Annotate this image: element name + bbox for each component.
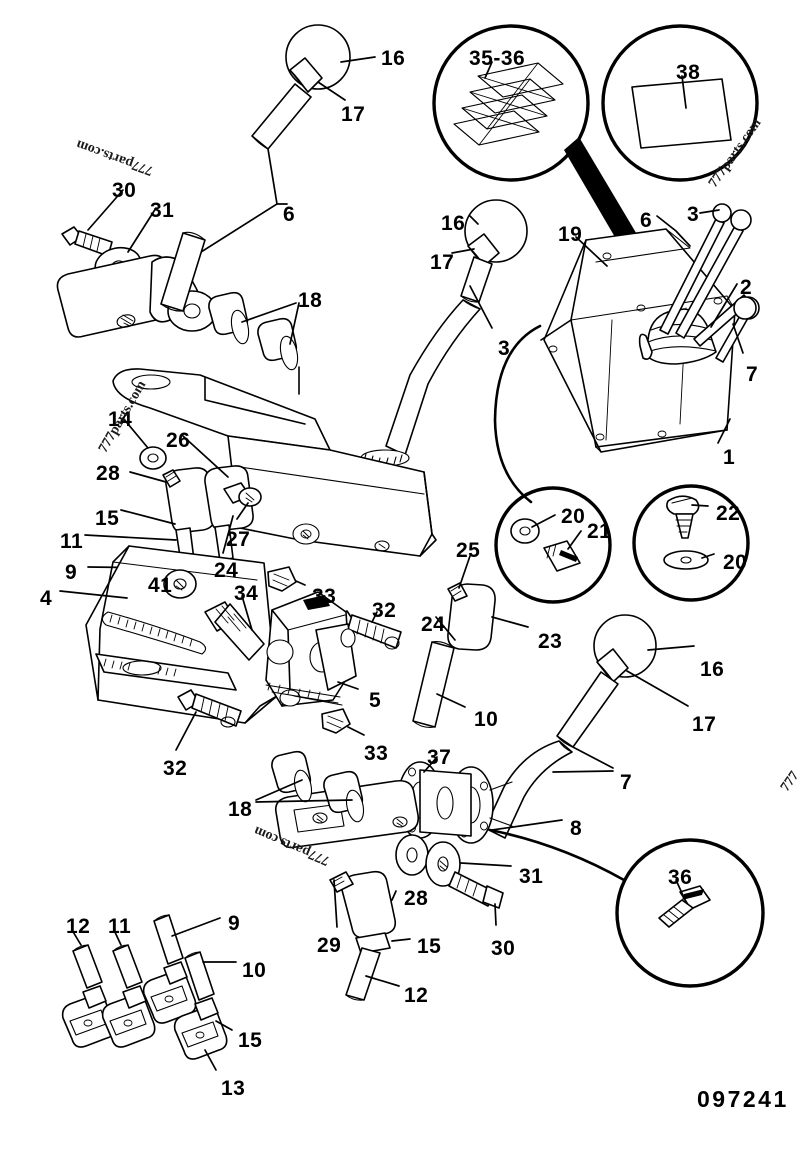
- callout-lever-rod-6-upper: 6: [283, 203, 296, 226]
- callout-rod-10-bottom: 10: [242, 959, 267, 982]
- callout-bolt-upper-left: 30: [112, 179, 137, 202]
- gear-tower: [493, 203, 760, 504]
- callout-mounting-plate-4: 4: [40, 587, 53, 610]
- callout-gaiter-8: 8: [570, 817, 583, 840]
- drawing-number: 097241: [697, 1086, 789, 1112]
- callout-bolt-32-right: 32: [372, 599, 397, 622]
- callout-lever-3-tower: 3: [687, 203, 700, 226]
- callout-universal-joint-37: 37: [427, 746, 452, 769]
- callout-rod-9-bottom: 9: [228, 912, 241, 935]
- detail-circle-screw-washer: [632, 484, 750, 602]
- callout-gear-tower-housing-1: 1: [723, 446, 736, 469]
- callout-rod-10-center: 10: [474, 708, 499, 731]
- callout-bolt-32-lower: 32: [163, 757, 188, 780]
- right-lever-assembly: [484, 614, 695, 882]
- callout-gear-lever-knob-center: 16: [441, 212, 466, 235]
- mounting-plate-4: [59, 545, 278, 751]
- callout-nut-33-lower: 33: [364, 742, 389, 765]
- callout-bushes-18-upper: 18: [298, 289, 323, 312]
- callout-nipple-29: 29: [317, 934, 342, 957]
- main-bracket: [112, 366, 437, 557]
- callout-gear-lever-knob-upper-left: 16: [381, 47, 406, 70]
- callout-nipple-25: 25: [456, 539, 481, 562]
- callout-detail-washer-20-left: 20: [561, 505, 586, 528]
- callout-pin-26: 26: [166, 429, 191, 452]
- callout-detail-screw-21: 21: [587, 520, 612, 543]
- callout-lever-3-center: 3: [498, 337, 511, 360]
- callout-detail-screw-22: 22: [716, 502, 741, 525]
- callout-gear-lever-knob-right: 16: [700, 658, 725, 681]
- callout-rod-9-left: 9: [65, 561, 78, 584]
- callout-detail-screw-36: 36: [668, 866, 693, 889]
- callout-bush-14: 14: [108, 408, 133, 431]
- detail-circle-plate: [601, 24, 759, 182]
- callout-rod-end-28: 28: [96, 462, 121, 485]
- callout-detail-plate-38: 38: [676, 61, 701, 84]
- callout-pin-24-left: 24: [214, 559, 239, 582]
- callout-lever-6-tower: 6: [640, 209, 653, 232]
- callout-clevis-15-lower: 15: [417, 935, 442, 958]
- callout-bolt-34: 34: [234, 582, 259, 605]
- bottom-rod-ends: [61, 914, 237, 1071]
- callout-gear-tower-cover-19: 19: [558, 223, 583, 246]
- callout-lever-2-tower: 2: [740, 276, 753, 299]
- upper-left-bush-assembly: [56, 189, 300, 371]
- callout-nut-27: 27: [226, 528, 251, 551]
- yoke-and-fasteners: [204, 566, 402, 736]
- callout-clevis-15-bottom: 15: [238, 1029, 263, 1052]
- callout-washer-41: 41: [148, 574, 173, 597]
- callout-lever-7-right: 7: [620, 771, 633, 794]
- callout-rod-11-bottom: 11: [108, 915, 132, 938]
- upper-left-lever-assembly: [189, 24, 376, 260]
- callout-clevis-15-left: 15: [95, 507, 120, 530]
- callout-rod-12-bottom: 12: [66, 915, 91, 938]
- detail-circle-washer-screw: [494, 486, 612, 604]
- callout-rod-end-28-lower: 28: [404, 887, 429, 910]
- callout-rod-end-23: 23: [538, 630, 563, 653]
- center-lever-assembly: [360, 199, 528, 467]
- callout-bushes-18-lower: 18: [228, 798, 253, 821]
- callout-rod-12-lower: 12: [404, 984, 429, 1007]
- universal-joint-37: [255, 750, 513, 1001]
- callout-washer-upper-left: 31: [150, 199, 175, 222]
- detail-circle-screw-36: [615, 838, 765, 988]
- callout-pin-24-right: 24: [421, 613, 446, 636]
- callout-detail-washer-20-right: 20: [723, 551, 748, 574]
- callout-knob-collar-right: 17: [692, 713, 717, 736]
- callout-knob-collar-upper-left: 17: [341, 103, 366, 126]
- callout-nut-33-upper: 33: [312, 585, 337, 608]
- callout-lever-7-tower: 7: [746, 363, 759, 386]
- callout-knob-collar-center: 17: [430, 251, 455, 274]
- callout-bolt-30-lower: 30: [491, 937, 516, 960]
- callout-yoke-5: 5: [369, 689, 382, 712]
- callout-rod-11-left: 11: [60, 530, 84, 553]
- callout-clevis-13-bottom: 13: [221, 1077, 246, 1100]
- callout-washer-31-lower: 31: [519, 865, 544, 888]
- callout-detail-gaskets-35-36: 35-36: [469, 47, 526, 70]
- center-rod-assembly: [412, 555, 529, 728]
